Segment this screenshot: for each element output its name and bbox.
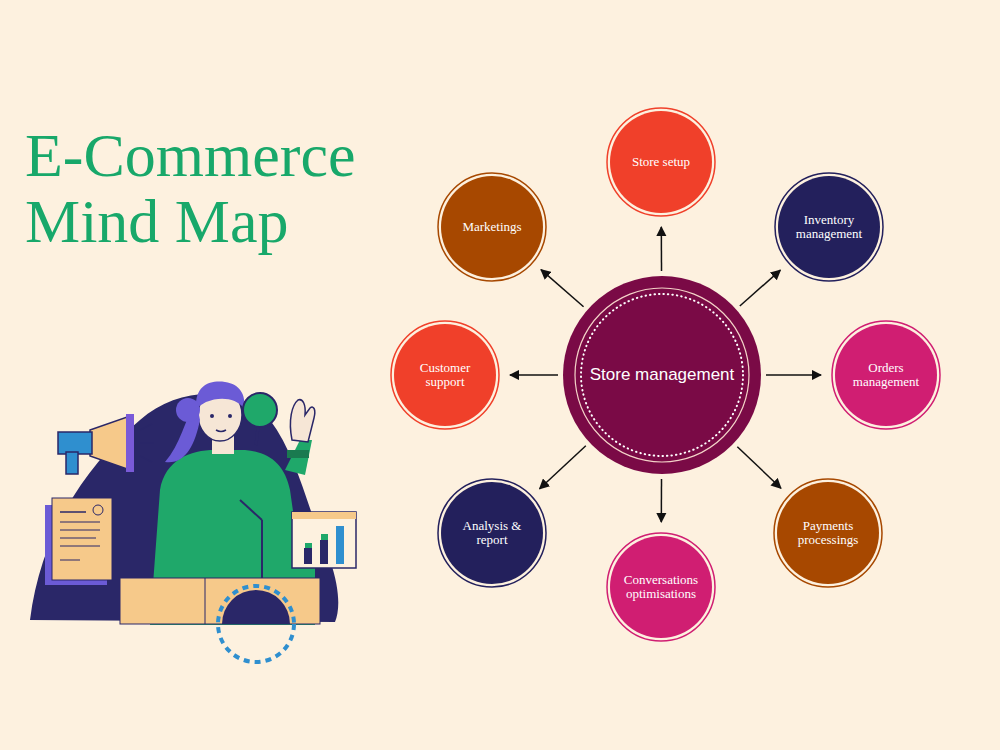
node-label: Inventory management: [788, 213, 871, 241]
topic-circle: Analysis & report: [437, 478, 547, 588]
node-label: Orders management: [845, 361, 928, 389]
node-label: Conversations optimisations: [620, 573, 703, 601]
arrow-connector: [661, 227, 663, 271]
arrow-connector: [540, 446, 586, 489]
arrow-connector: [766, 374, 821, 376]
topic-circle: Store setup: [606, 107, 716, 217]
node-label: Customer support: [404, 361, 487, 389]
topic-circle: Customer support: [390, 320, 500, 430]
arrow-connector: [541, 270, 584, 307]
node-label: Payments processings: [787, 519, 870, 547]
diagram-title: E-Commerce Mind Map: [25, 122, 425, 254]
node-label: Analysis & report: [451, 519, 534, 547]
topic-circle: Conversations optimisations: [606, 532, 716, 642]
topic-circle: Payments processings: [773, 478, 883, 588]
node-label: Store management: [590, 365, 735, 385]
arrow-connector: [740, 270, 781, 306]
arrow-connector: [661, 479, 663, 522]
topic-circle: Marketings: [437, 172, 547, 282]
arrow-connector: [510, 374, 558, 376]
node-label: Store setup: [620, 155, 703, 169]
topic-circle: Orders management: [831, 320, 941, 430]
arrow-connector: [737, 447, 781, 488]
topic-circle: Inventory management: [774, 172, 884, 282]
hub-circle: Store management: [562, 275, 762, 475]
node-label: Marketings: [451, 220, 534, 234]
